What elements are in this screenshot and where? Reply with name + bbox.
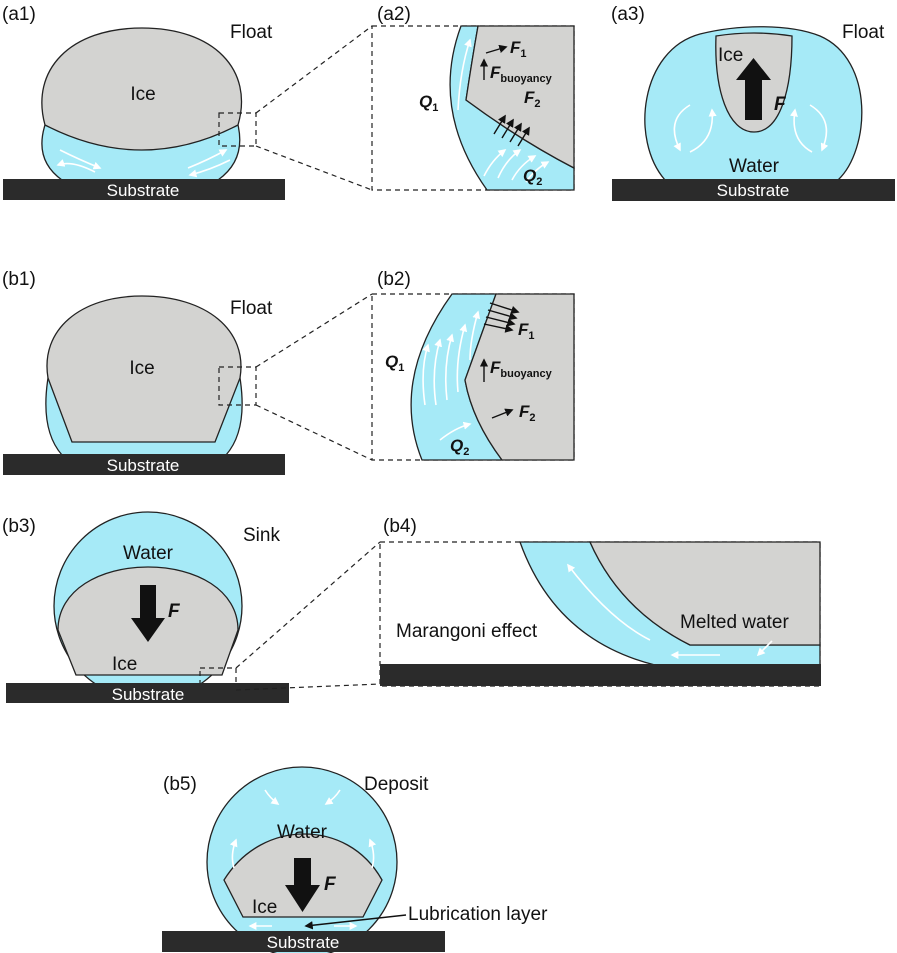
water-label-b5: Water [277, 822, 328, 843]
panel-label-a1: (a1) [2, 4, 36, 25]
ice-edge-b4 [589, 541, 821, 646]
q2-label-a2: Q2 [523, 166, 542, 188]
panel-label-a3: (a3) [611, 4, 645, 25]
substrate-b3 [6, 683, 289, 703]
ice-edge-a2 [465, 25, 575, 170]
fbuoyancy-label-a2: Fbuoyancy [490, 63, 553, 85]
panel-label-b1: (b1) [2, 269, 36, 290]
force-label-b5: F [324, 874, 337, 895]
panel-label-b2: (b2) [377, 269, 411, 290]
ice-body-a1 [41, 27, 243, 151]
zoom-box-b1 [218, 366, 257, 406]
ice-label-a1: Ice [130, 84, 155, 105]
water-label-a3: Water [729, 156, 780, 177]
state-label-a3: Float [842, 22, 885, 43]
panel-a1: (a1) Float Substrate Ice [2, 4, 285, 200]
ice-label-b3: Ice [112, 654, 137, 675]
panel-label-b3: (b3) [2, 516, 36, 537]
q1-label-a2: Q1 [419, 92, 438, 114]
panel-b2: (b2) F1 Fbuoyancy F2 Q1 Q2 [371, 269, 575, 461]
substrate-label-b3: Substrate [112, 685, 185, 704]
substrate-label-a3: Substrate [717, 181, 790, 200]
fbuoyancy-label-b2: Fbuoyancy [490, 358, 553, 380]
substrate-a3 [612, 179, 895, 201]
f2-label-a2: F2 [524, 88, 541, 110]
panel-a2: (a2) F1 Fbuoyancy F2 Q1 Q2 [371, 4, 575, 191]
panel-label-b4: (b4) [383, 516, 417, 537]
force-arrow-up-a3 [736, 58, 771, 120]
force-arrow-down-b5 [285, 858, 320, 912]
state-label-b5: Deposit [364, 774, 429, 795]
q1-label-b2: Q1 [385, 352, 404, 374]
substrate-label-b1: Substrate [107, 456, 180, 475]
substrate-b1 [3, 454, 285, 475]
substrate-b4 [380, 664, 821, 686]
state-label-a1: Float [230, 22, 273, 43]
f2-label-b2: F2 [519, 402, 536, 424]
panel-label-b5: (b5) [163, 774, 197, 795]
substrate-label-b5: Substrate [267, 933, 340, 952]
substrate-b5 [162, 931, 445, 952]
force-arrow-down-b3 [131, 585, 165, 642]
marangoni-label-b4: Marangoni effect [396, 621, 538, 642]
state-label-b1: Float [230, 298, 273, 319]
state-label-b3: Sink [243, 525, 280, 546]
zoom-box-a1 [218, 112, 257, 147]
substrate-a1 [3, 179, 285, 200]
f1-label-b2: F1 [518, 320, 535, 342]
panel-b1: (b1) Float Substrate Ice [2, 269, 285, 475]
f1-label-a2: F1 [510, 38, 527, 60]
panel-b5: (b5) Deposit Substrate Water F Ice Lubri… [162, 766, 548, 953]
water-label-b3: Water [123, 543, 174, 564]
panel-b3: (b3) Sink Substrate Water F Ice [2, 511, 289, 704]
panel-a3: (a3) Float Substrate Ice F Water [611, 4, 895, 201]
substrate-label-a1: Substrate [107, 181, 180, 200]
ice-label-b5: Ice [252, 897, 277, 918]
panel-b4: (b4) Marangoni effect Melted water [379, 516, 821, 687]
force-label-b3: F [168, 601, 181, 622]
lubrication-layer-label-b5: Lubrication layer [408, 904, 548, 925]
q2-label-b2: Q2 [450, 436, 469, 458]
force-label-a3: F [774, 94, 787, 115]
panel-label-a2: (a2) [377, 4, 411, 25]
ice-body-b1 [46, 295, 242, 443]
melted-water-label-b4: Melted water [680, 612, 789, 633]
ice-label-b1: Ice [129, 358, 154, 379]
ice-label-a3: Ice [718, 45, 743, 66]
